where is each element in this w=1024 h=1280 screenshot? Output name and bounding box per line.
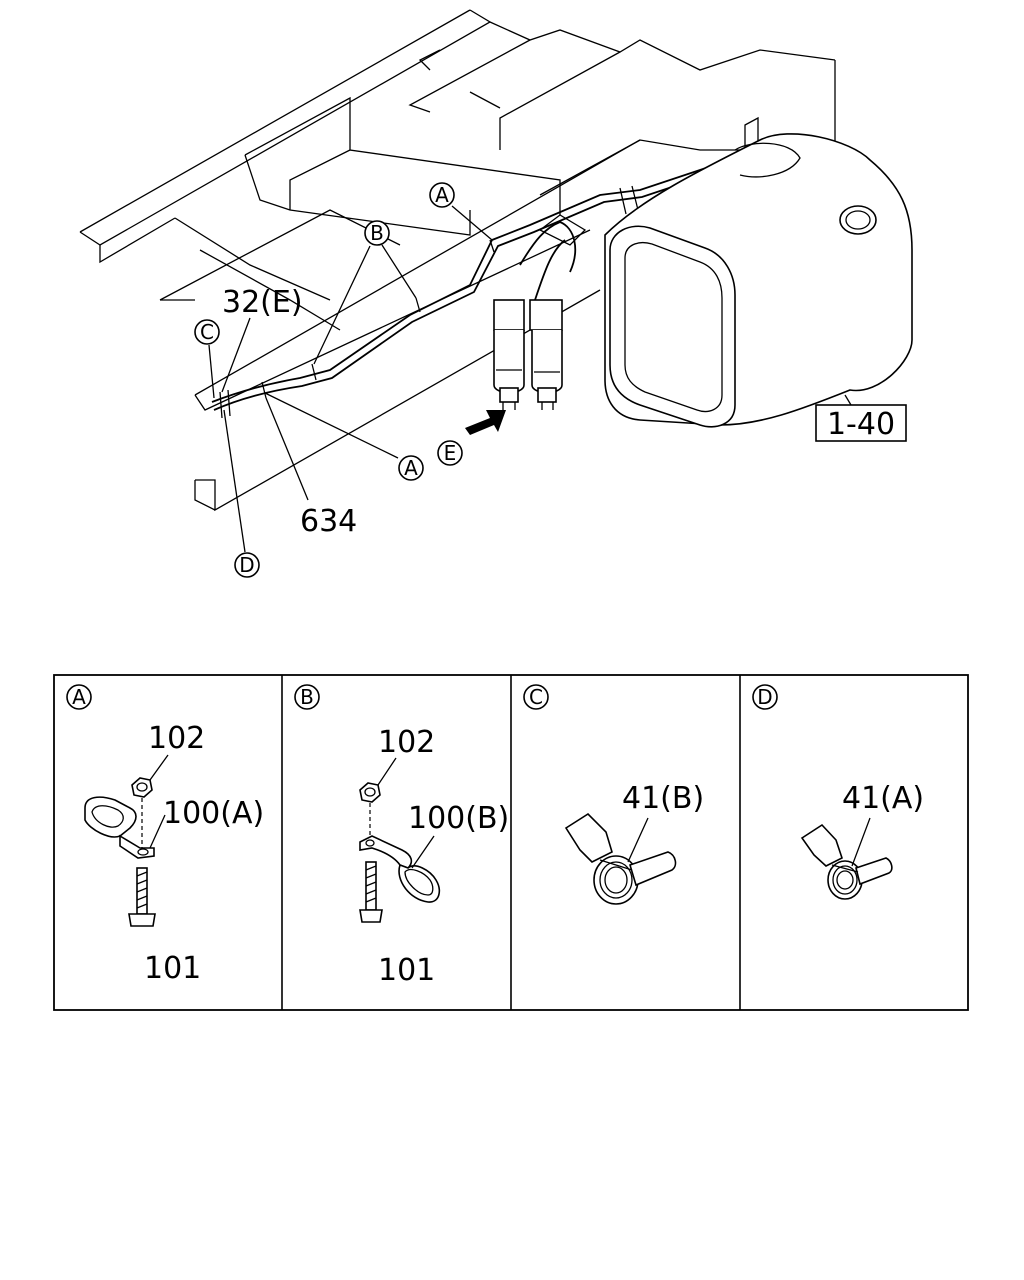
label-pipe-634: 634 <box>300 504 357 539</box>
callout-b-top: B <box>364 220 390 246</box>
detail-panel-b: B 102 100(B) 101 <box>294 684 509 988</box>
leader-lines <box>208 205 493 553</box>
svg-text:A: A <box>72 685 86 709</box>
callout-d-bottom: D <box>234 552 260 578</box>
svg-text:A: A <box>435 183 449 207</box>
label-clip-e: 32(E) <box>222 285 303 320</box>
svg-text:102: 102 <box>148 721 205 756</box>
callout-a-top: A <box>429 182 455 208</box>
detail-panel-a: A 102 100(A) 101 <box>66 684 264 986</box>
svg-text:1-40: 1-40 <box>827 407 895 442</box>
clip-100b-icon <box>359 835 441 903</box>
svg-text:C: C <box>529 685 543 709</box>
callout-e-arrow: E <box>437 440 463 466</box>
detail-panel-c: C 41(B) <box>523 684 704 905</box>
clip-100a-icon <box>84 796 155 859</box>
svg-text:B: B <box>300 685 314 709</box>
bolt-101-icon <box>128 867 156 927</box>
bolt-101-icon <box>359 861 383 923</box>
detail-panel-d: D 41(A) <box>752 684 924 900</box>
svg-text:100(B): 100(B) <box>408 801 509 836</box>
nut-102-icon <box>359 782 381 803</box>
hose-clamp-41a-icon <box>800 823 893 900</box>
tank-reference-box: 1-40 <box>815 404 907 442</box>
callout-a-bottom: A <box>398 455 424 481</box>
svg-text:C: C <box>200 320 214 344</box>
svg-text:41(B): 41(B) <box>622 781 704 816</box>
svg-text:B: B <box>370 221 384 245</box>
svg-text:A: A <box>404 456 418 480</box>
fuel-filter-assembly <box>493 214 587 410</box>
svg-text:101: 101 <box>144 951 201 986</box>
nut-102-icon <box>131 777 153 798</box>
callout-c-left: C <box>194 319 220 345</box>
detail-table <box>53 674 969 1011</box>
svg-text:41(A): 41(A) <box>842 781 924 816</box>
fuel-pipe <box>211 149 763 419</box>
svg-text:100(A): 100(A) <box>163 796 264 831</box>
svg-text:E: E <box>444 441 457 465</box>
svg-text:101: 101 <box>378 953 435 988</box>
fuel-tank <box>604 133 913 428</box>
svg-text:D: D <box>239 553 254 577</box>
hose-clamp-41b-icon <box>564 812 677 905</box>
direction-arrow <box>465 410 506 435</box>
svg-text:D: D <box>757 685 772 709</box>
svg-text:102: 102 <box>378 725 435 760</box>
